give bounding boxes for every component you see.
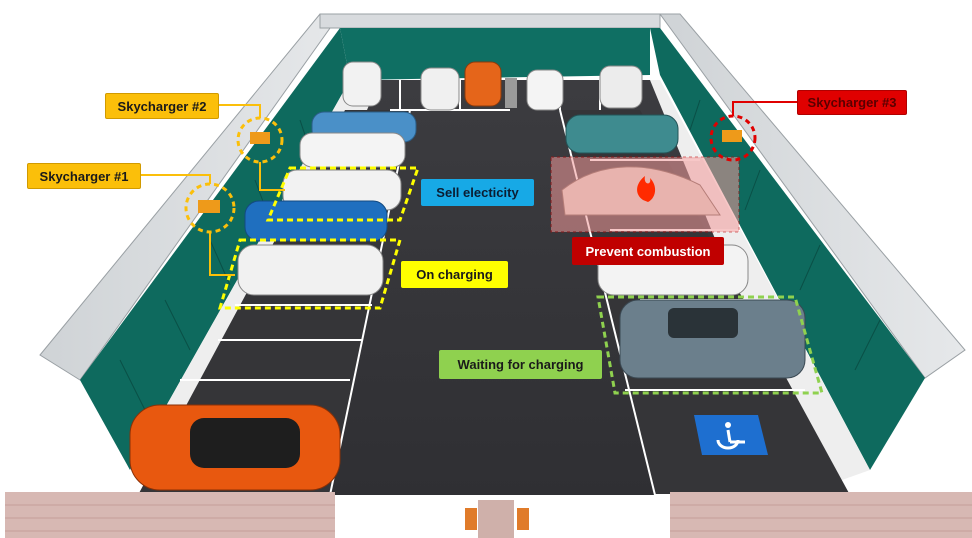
leader-sky2 (217, 104, 261, 118)
on-charging-label: On charging (401, 261, 508, 288)
wheelchair-icon (694, 415, 768, 455)
on-charging-zone (217, 238, 403, 310)
skycharger-2-label: Skycharger #2 (105, 93, 219, 119)
waiting-zone (596, 295, 824, 395)
leader-sky1 (139, 174, 211, 184)
sell-electricity-zone (265, 166, 421, 222)
fire-icon (637, 176, 656, 202)
gate-post-left (465, 508, 477, 530)
skycharger-2-unit (250, 132, 270, 144)
skycharger-3-unit (722, 130, 742, 142)
leader-sky3 (732, 101, 797, 116)
right-outer-wall (659, 13, 966, 379)
back-outer-wall (319, 13, 661, 29)
entrance-gate (478, 500, 514, 538)
sell-electricity-label: Sell electicity (421, 179, 534, 206)
back-row-cars (342, 61, 643, 111)
waiting-for-charging-label: Waiting for charging (439, 350, 602, 379)
leader-sky2-charge (259, 162, 285, 191)
leader-sky1-charge (209, 232, 235, 276)
back-green-wall (340, 28, 650, 80)
left-row-cars (129, 111, 417, 491)
right-green-wall (650, 28, 925, 470)
prevent-combustion-label: Prevent combustion (572, 237, 724, 265)
skycharger-1-unit (198, 200, 220, 213)
gate-post-right (517, 508, 529, 530)
skycharger-1-label: Skycharger #1 (27, 163, 141, 189)
front-wall-left (5, 492, 335, 538)
front-wall-right (670, 492, 972, 538)
skycharger-3-label: Skycharger #3 (797, 90, 907, 115)
